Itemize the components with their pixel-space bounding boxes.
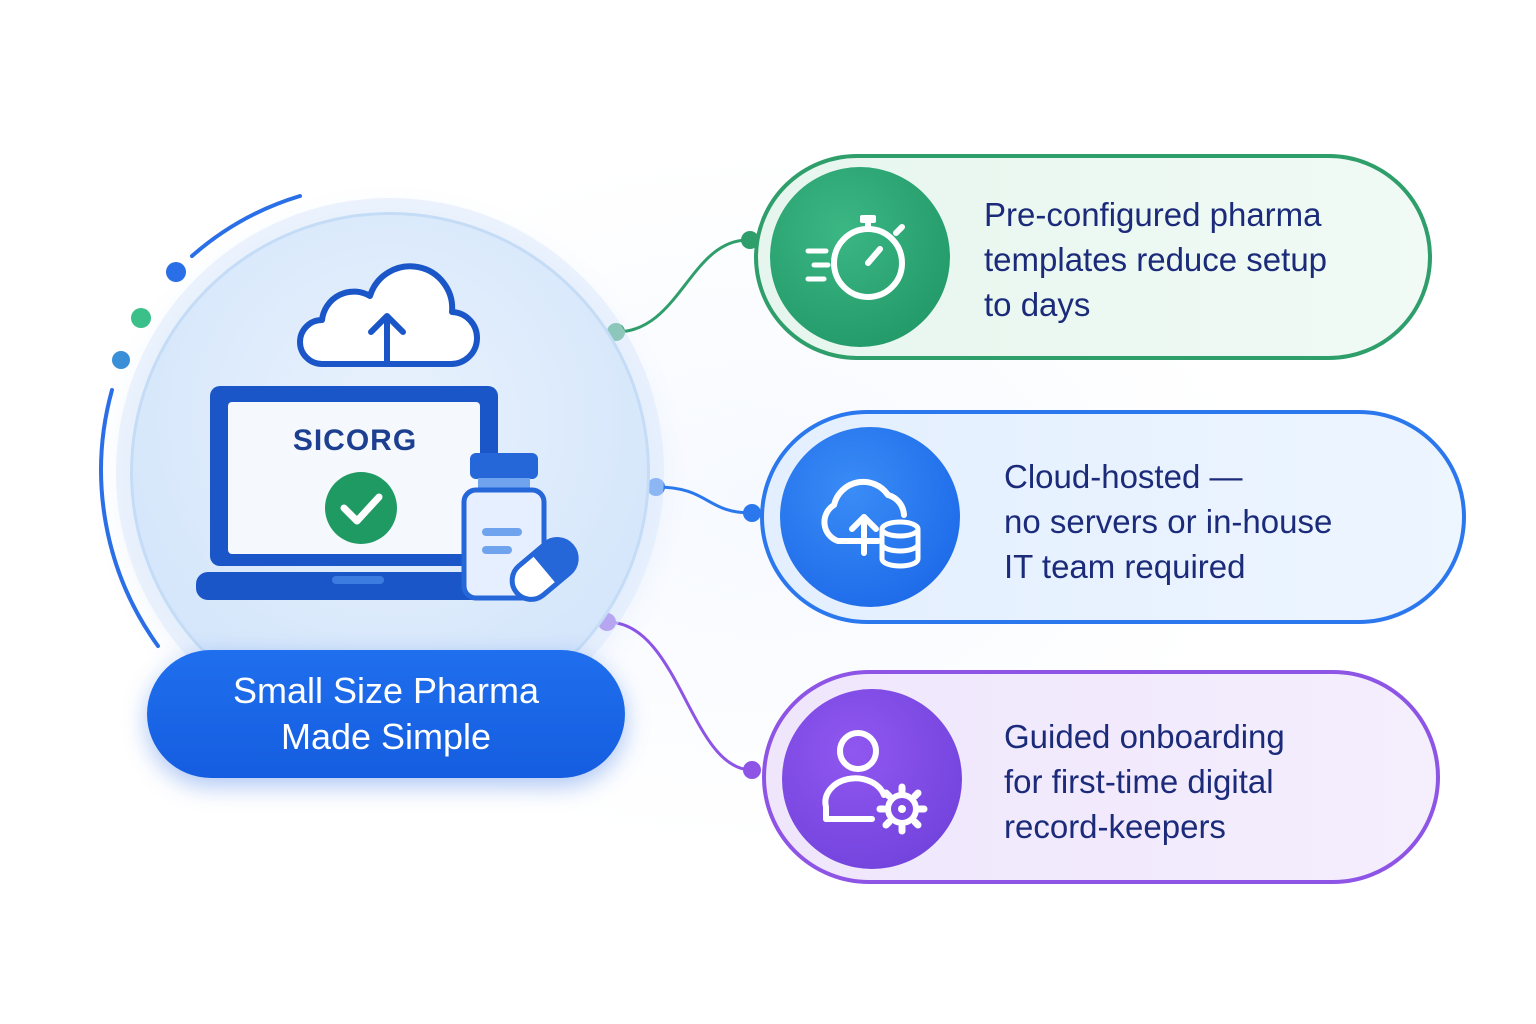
feature-line: Cloud-hosted —: [1004, 458, 1243, 495]
decor-arc-top: [190, 194, 302, 258]
feature-line: templates reduce setup: [984, 241, 1328, 278]
feature-line: Pre-configured pharma: [984, 196, 1322, 233]
feature-line: no servers or in-house: [1004, 503, 1333, 540]
feature-line: to days: [984, 286, 1091, 323]
feature-line: IT team required: [1004, 548, 1246, 585]
check-badge-icon: [325, 472, 397, 544]
feature-card-cloud: Cloud-hosted — no servers or in-house IT…: [760, 410, 1466, 624]
stopwatch-icon-circle: [770, 167, 950, 347]
feature-line: record-keepers: [1004, 808, 1226, 845]
feature-text-cloud: Cloud-hosted — no servers or in-house IT…: [1004, 454, 1332, 589]
decor-dot-teal: [112, 351, 130, 369]
connector-blue-end-dot: [743, 504, 761, 522]
hub-title-line-1: Small Size Pharma: [232, 670, 540, 711]
feature-card-templates: Pre-configured pharma templates reduce s…: [754, 154, 1432, 360]
connector-purple-end-dot: [743, 761, 761, 779]
connector-green: [615, 238, 749, 334]
decor-dot-blue: [166, 262, 186, 282]
feature-line: Guided onboarding: [1004, 718, 1285, 755]
cloud-upload-icon: [297, 263, 480, 368]
cloud-database-icon-circle: [780, 427, 960, 607]
capsule-pill-icon: [509, 537, 579, 602]
decor-dot-green: [131, 308, 151, 328]
feature-text-templates: Pre-configured pharma templates reduce s…: [984, 192, 1327, 327]
user-gear-icon-circle: [782, 689, 962, 869]
connector-purple: [606, 620, 753, 772]
cloud-database-icon: [821, 478, 921, 569]
hub-title-line-2: Made Simple: [280, 716, 492, 757]
feature-text-onboarding: Guided onboarding for first-time digital…: [1004, 714, 1285, 849]
stopwatch-icon: [805, 215, 905, 300]
brand-label: SICORG: [292, 424, 418, 457]
feature-card-onboarding: Guided onboarding for first-time digital…: [762, 670, 1440, 884]
hub-title-pill: Small Size Pharma Made Simple: [147, 650, 625, 778]
connector-blue: [655, 485, 753, 515]
user-gear-icon: [822, 730, 928, 835]
decor-arc-left: [99, 388, 160, 648]
feature-line: for first-time digital: [1004, 763, 1274, 800]
connector-blue-start-dot: [647, 478, 665, 496]
